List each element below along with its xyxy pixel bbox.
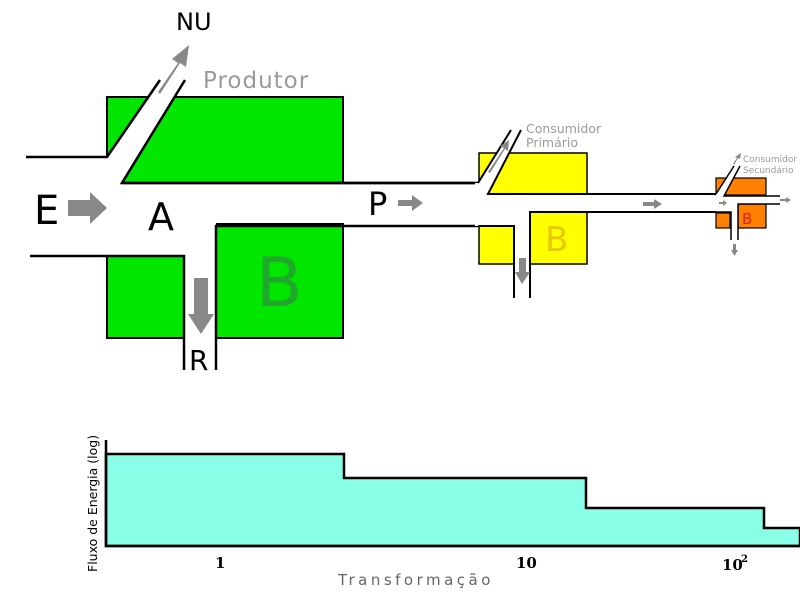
secondary-outline-top xyxy=(715,165,735,195)
channel-outline-top xyxy=(26,79,162,159)
arrow-secondary-side xyxy=(719,200,727,206)
arrow-not-used xyxy=(158,45,189,94)
channel-outline-bottom xyxy=(30,254,186,370)
primary-body-bottom-right xyxy=(529,211,588,265)
channel-outline-r xyxy=(214,224,343,370)
secondary-outline-r xyxy=(737,203,780,240)
y-axis-label: Fluxo de Energia (log) xyxy=(85,435,100,572)
primary-body-bottom-left xyxy=(478,225,515,265)
label-input: E xyxy=(34,188,59,234)
arrow-primary-respiration xyxy=(515,258,530,284)
label-primary-consumer-line1: Consumidor xyxy=(526,121,602,136)
x-tick-100-base: 10 xyxy=(722,556,743,574)
x-tick-10: 10 xyxy=(516,554,537,572)
x-tick-1: 1 xyxy=(215,554,225,572)
energy-step-chart: 1 10 10 2 Transformação Fluxo de Energia… xyxy=(85,435,800,589)
primary-outline-nu-inner xyxy=(486,129,720,195)
producer-channel xyxy=(0,80,475,370)
label-not-used: NU xyxy=(176,8,212,36)
producer-body-bottom-left xyxy=(106,255,185,339)
primary-biomass-label: B xyxy=(545,220,568,260)
arrow-secondary-respiration xyxy=(731,244,738,256)
x-axis-label: Transformação xyxy=(337,571,494,589)
label-production: P xyxy=(368,185,387,223)
label-secondary-consumer-line1: Consumidor xyxy=(743,155,797,165)
secondary-channel xyxy=(716,166,800,240)
arrow-respiration xyxy=(188,278,214,334)
energy-step-area xyxy=(104,452,800,548)
arrow-secondary-production xyxy=(780,197,791,203)
label-producer: Produtor xyxy=(203,68,309,94)
label-secondary-consumer-line2: Secundário xyxy=(743,166,794,176)
label-assimilated: A xyxy=(148,195,174,239)
primary-outline-top xyxy=(477,129,512,184)
arrow-primary-not-used xyxy=(488,140,509,173)
primary-outline-bottom xyxy=(478,225,515,298)
secondary-outline-bottom xyxy=(716,211,732,240)
arrow-primary-production xyxy=(643,199,662,209)
producer-block: B xyxy=(0,79,478,370)
label-primary-consumer-line2: Primário xyxy=(526,135,578,150)
x-tick-100-exp: 2 xyxy=(741,554,748,565)
secondary-outline-nu-inner xyxy=(722,165,780,197)
secondary-body-bottom-right xyxy=(737,203,767,229)
secondary-biomass-label: B xyxy=(742,210,752,228)
arrow-production xyxy=(398,195,423,211)
primary-outline-r xyxy=(529,211,720,298)
label-respiration: R xyxy=(189,344,208,377)
arrow-input xyxy=(68,192,107,224)
producer-body-bottom-right xyxy=(215,223,344,339)
arrow-secondary-not-used xyxy=(733,153,741,165)
secondary-body-bottom-left xyxy=(715,212,731,229)
secondary-consumer-block: B xyxy=(715,165,800,240)
producer-biomass-label: B xyxy=(256,244,303,323)
